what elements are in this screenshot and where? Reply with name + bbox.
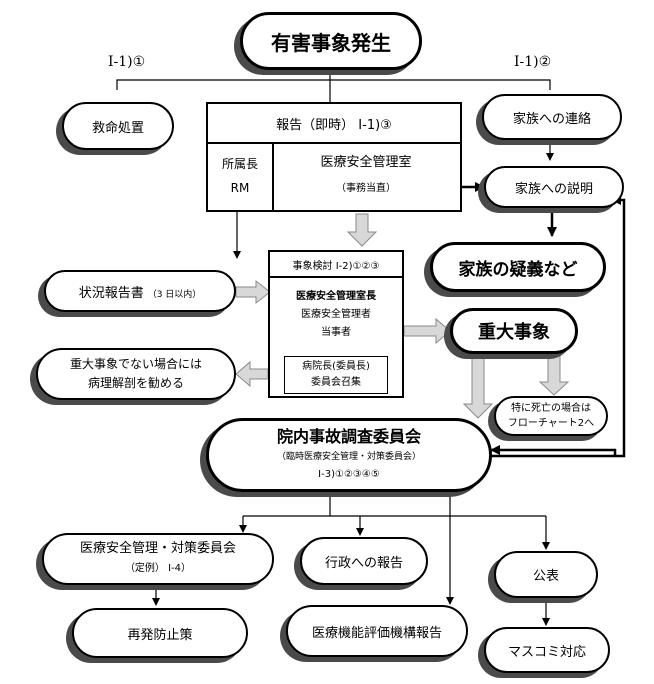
- gov-report-label: 行政への報告: [324, 555, 403, 571]
- node-status-report: 状況報告書 （3 日以内）: [44, 270, 236, 312]
- report-header-label: 報告（即時） Ⅰ-1)③: [276, 117, 392, 133]
- family-doubt-label: 家族の疑義など: [458, 259, 578, 280]
- evaluation-report-label: 医療機能評価機構報告: [311, 625, 442, 641]
- status-report-text: 状況報告書 （3 日以内）: [79, 282, 202, 301]
- review-member-1: 医療安全管理室長: [296, 291, 376, 302]
- node-family-contact: 家族への連絡: [482, 94, 622, 140]
- hollow-arrow-review-to-serious: [403, 317, 451, 345]
- status-report-label: 状況報告書: [78, 285, 144, 301]
- node-committee: 院内事故調査委員会 （臨時医療安全管理・対策委員会） Ⅰ-3)①②③④⑤: [206, 418, 492, 492]
- family-explain-label: 家族への説明: [514, 181, 593, 197]
- report-office-cell: 医療安全管理室 （事務当直）: [272, 142, 460, 210]
- review-convene-box: 病院長(委員長) 委員会召集: [284, 356, 388, 394]
- review-box: 事象検討 Ⅰ-2)①②③ 医療安全管理室長 医療安全管理者 当事者 病院長(委員…: [268, 250, 404, 398]
- office-title-label: 医療安全管理室: [320, 155, 412, 170]
- death-label-1: 特に死亡の場合は: [511, 403, 591, 414]
- node-publish: 公表: [494, 551, 598, 598]
- node-media: マスコミ対応: [484, 627, 610, 673]
- node-not-serious: 重大事象でない場合には 病理解剖を勧める: [36, 348, 236, 400]
- not-serious-label-1: 重大事象でない場合には: [69, 357, 202, 371]
- node-occurrence: 有害事象発生: [240, 12, 422, 70]
- head-label-1: 所属長: [221, 157, 258, 171]
- node-safety-committee: 医療安全管理・対策委員会 （定例） Ⅰ-4）: [42, 533, 274, 585]
- not-serious-label-2: 病理解剖を勧める: [87, 376, 184, 390]
- report-header: 報告（即時） Ⅰ-1)③: [208, 104, 460, 144]
- office-sub-label: （事務当直）: [336, 183, 396, 194]
- node-gov-report: 行政への報告: [300, 537, 428, 585]
- review-convene-1: 病院長(委員長): [302, 361, 370, 372]
- hollow-arrow-serious-to-committee: [462, 353, 494, 419]
- head-label-2: RM: [230, 181, 250, 195]
- committee-subtitle: （臨時医療安全管理・対策委員会）: [276, 452, 421, 462]
- rescue-label: 救命処置: [91, 120, 144, 136]
- safety-committee-label-1: 医療安全管理・対策委員会: [79, 541, 236, 556]
- hollow-arrow-serious-to-death: [538, 349, 570, 396]
- safety-committee-label-2: （定例） Ⅰ-4）: [124, 563, 192, 574]
- node-rescue: 救命処置: [62, 102, 174, 150]
- prevention-label: 再発防止策: [127, 627, 193, 643]
- committee-reference: Ⅰ-3)①②③④⑤: [318, 469, 380, 480]
- node-family-explain: 家族への説明: [484, 166, 624, 208]
- family-contact-label: 家族への連絡: [512, 111, 591, 127]
- hollow-arrow-office-to-review: [346, 213, 378, 247]
- death-label-2: フローチャート2へ: [507, 418, 595, 429]
- report-head-cell: 所属長 RM: [208, 142, 274, 210]
- committee-title: 院内事故調査委員会: [276, 427, 421, 446]
- report-box: 報告（即時） Ⅰ-1)③ 所属長 RM 医療安全管理室 （事務当直）: [206, 102, 462, 212]
- review-header-label: 事象検討 Ⅰ-2)①②③: [292, 260, 380, 272]
- line-top-branch: [116, 79, 551, 90]
- status-report-note: （3 日以内）: [147, 289, 202, 300]
- review-member-3: 当事者: [321, 327, 351, 338]
- serious-label: 重大事象: [478, 322, 550, 343]
- hollow-arrow-status-to-review: [235, 279, 271, 305]
- media-label: マスコミ対応: [507, 644, 586, 660]
- node-death: 特に死亡の場合は フローチャート2へ: [494, 396, 608, 436]
- occurrence-label: 有害事象発生: [271, 30, 391, 55]
- ref-right-label: Ⅰ-1)②: [514, 54, 552, 70]
- node-prevention: 再発防止策: [72, 608, 248, 658]
- review-member-2: 医療安全管理者: [301, 309, 371, 320]
- line-committee-bottom-branch: [243, 492, 546, 517]
- node-family-doubt: 家族の疑義など: [430, 242, 606, 292]
- publish-label: 公表: [532, 569, 559, 584]
- review-convene-2: 委員会召集: [311, 377, 361, 388]
- node-evaluation-report: 医療機能評価機構報告: [286, 605, 468, 657]
- node-serious: 重大事象: [450, 308, 578, 354]
- hollow-arrow-review-to-not-serious: [235, 360, 269, 388]
- review-header: 事象検討 Ⅰ-2)①②③: [270, 252, 402, 278]
- review-members: 医療安全管理室長 医療安全管理者 当事者: [270, 276, 402, 354]
- arrow-return-to-committee: [490, 445, 617, 455]
- ref-left-label: Ⅰ-1)①: [108, 54, 146, 70]
